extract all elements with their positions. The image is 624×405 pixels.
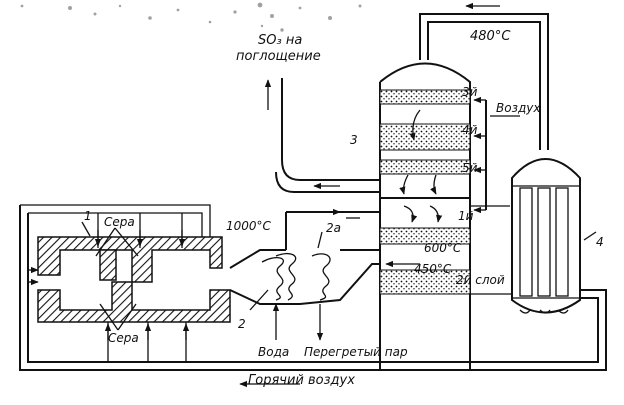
furnace-number: 1 — [84, 209, 92, 223]
layer-1-label: 1й — [458, 209, 474, 223]
superheated-steam-label: Перегретый пар — [304, 345, 408, 359]
temp-450-label: 450°C — [414, 262, 452, 276]
superheater-number: 2a — [326, 221, 341, 235]
hot-air-label: Горячий воздух — [248, 373, 355, 388]
layer-2-label: 2й слой — [456, 273, 505, 287]
sulfur-top-label: Сера — [104, 215, 135, 229]
contact-apparatus-number: 3 — [350, 133, 358, 147]
temp-1000-label: 1000°C — [226, 219, 272, 233]
water-label: Вода — [258, 345, 289, 359]
boiler-number: 2 — [238, 317, 246, 331]
sulfur-bottom-label: Сера — [108, 331, 139, 345]
so3-label-line2: поглощение — [236, 49, 321, 64]
temp-480-label: 480°C — [470, 29, 511, 44]
layer-5-label: 5й — [462, 161, 478, 175]
temp-600-label: 600°C — [424, 241, 462, 255]
air-label: Воздух — [496, 101, 541, 115]
top-gas-duct — [419, 2, 549, 150]
contact-apparatus — [264, 62, 471, 370]
air-supply — [470, 96, 520, 214]
layer-4-label: 4й — [462, 123, 478, 137]
scan-noise — [20, 2, 362, 32]
sulfur-furnace — [28, 213, 231, 362]
hot-air-loop — [19, 204, 607, 388]
waste-heat-boiler — [229, 211, 380, 341]
so3-label-line1: SO₃ на — [258, 33, 302, 48]
layer-3-label: 3й — [462, 85, 478, 99]
heat-exchanger-number: 4 — [596, 235, 604, 249]
heat-exchanger — [470, 158, 597, 314]
